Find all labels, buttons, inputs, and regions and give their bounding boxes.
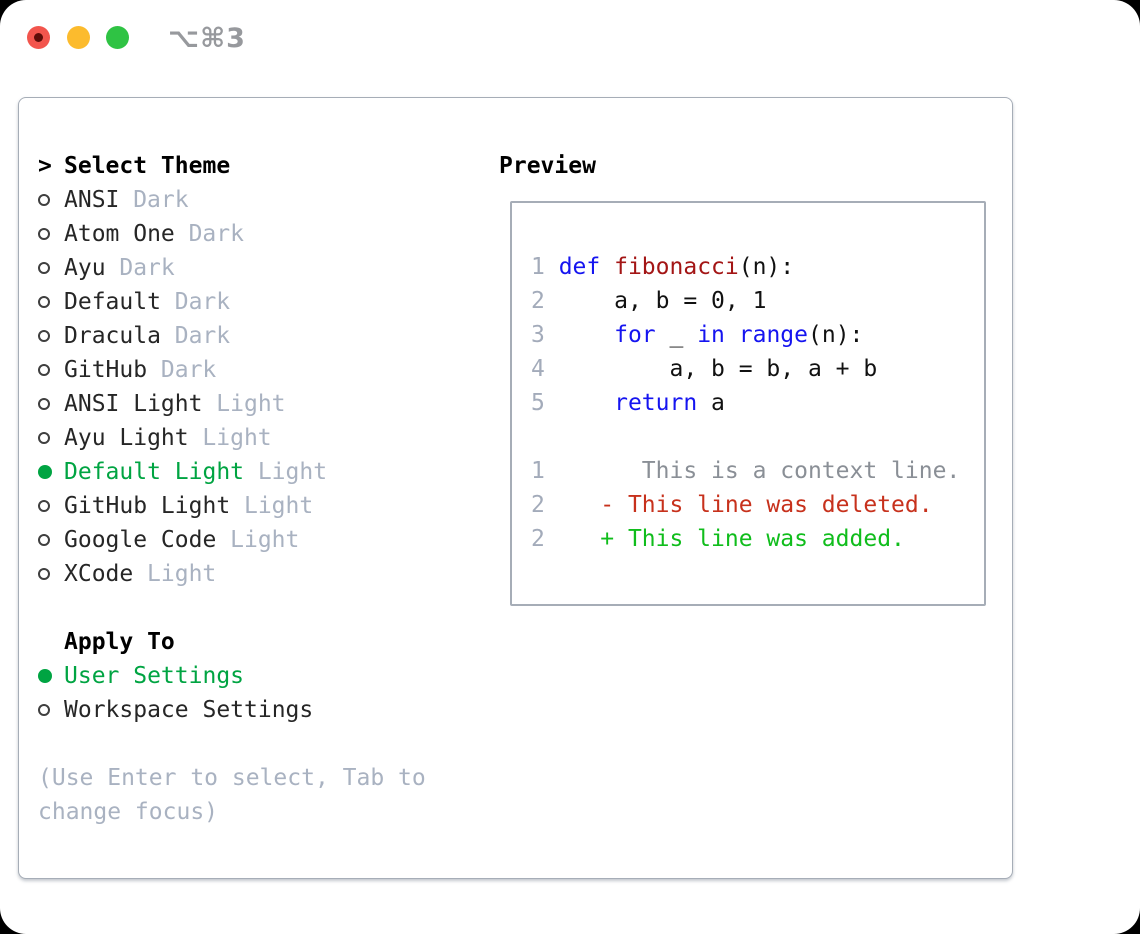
theme-variant-label: Dark — [119, 255, 175, 281]
code-line: 4 a, b = b, a + b — [531, 356, 878, 382]
radio-icon — [38, 194, 50, 206]
apply-to-title: Apply To — [64, 629, 175, 655]
theme-variant-label: Dark — [133, 187, 189, 213]
radio-icon — [38, 330, 50, 342]
theme-option-label: Atom One — [64, 221, 175, 247]
line-number: 2 — [531, 526, 559, 552]
apply-option-label: User Settings — [64, 663, 245, 689]
theme-variant-label: Dark — [174, 323, 231, 349]
theme-option-default[interactable]: Default Dark — [38, 285, 327, 319]
theme-variant-label: Dark — [174, 289, 231, 315]
code-line: 2 + This line was added. — [531, 526, 905, 552]
radio-icon — [38, 704, 50, 716]
theme-option-label: Ayu Light — [64, 425, 189, 451]
theme-option-ansi[interactable]: ANSI Dark — [38, 183, 327, 217]
radio-icon — [38, 398, 50, 410]
theme-option-xcode[interactable]: XCode Light — [38, 557, 327, 591]
theme-option-label: GitHub — [64, 357, 148, 383]
code-line: 3 for _ in range(n): — [531, 322, 864, 348]
theme-variant-label: Dark — [188, 221, 244, 247]
theme-option-google-code[interactable]: Google Code Light — [38, 523, 327, 557]
theme-option-label: XCode — [64, 561, 134, 587]
theme-variant-label: Light — [243, 493, 314, 519]
theme-variant-label: Dark — [160, 357, 217, 383]
theme-option-github-light[interactable]: GitHub Light Light — [38, 489, 327, 523]
theme-option-ayu[interactable]: Ayu Dark — [38, 251, 327, 285]
preview-code: 1 def fibonacci(n): 2 a, b = 0, 1 3 for _ … — [512, 203, 984, 556]
line-number: 1 — [531, 458, 559, 484]
theme-option-label: GitHub Light — [64, 493, 231, 519]
radio-icon — [38, 296, 50, 308]
theme-option-atom-one[interactable]: Atom One Dark — [38, 217, 327, 251]
theme-option-label: Ayu — [64, 255, 106, 281]
theme-variant-label: Light — [230, 527, 300, 553]
radio-icon — [38, 228, 50, 240]
apply-option-user-settings[interactable]: User Settings — [38, 659, 313, 693]
theme-variant-label: Light — [216, 391, 286, 417]
radio-icon — [38, 432, 50, 444]
radio-icon — [38, 500, 50, 512]
radio-icon — [38, 534, 50, 546]
theme-option-ansi-light[interactable]: ANSI Light Light — [38, 387, 327, 421]
theme-list-header: > Select Theme — [38, 149, 327, 183]
theme-option-label: Google Code — [64, 527, 217, 553]
radio-icon — [38, 364, 50, 376]
line-number: 1 — [531, 254, 559, 280]
line-number: 4 — [531, 356, 559, 382]
window-shortcut-label: ⌥⌘3 — [168, 23, 246, 54]
zoom-button[interactable] — [106, 26, 129, 49]
preview-box: 1 def fibonacci(n): 2 a, b = 0, 1 3 for _ … — [510, 201, 986, 606]
theme-option-dracula[interactable]: Dracula Dark — [38, 319, 327, 353]
apply-option-label: Workspace Settings — [64, 697, 314, 723]
radio-selected-icon — [38, 465, 52, 479]
code-line: 1 This is a context line. — [531, 458, 961, 484]
theme-list-title: Select Theme — [64, 153, 231, 179]
theme-option-default-light[interactable]: Default Light Light — [38, 455, 327, 489]
theme-option-github[interactable]: GitHub Dark — [38, 353, 327, 387]
code-line: 2 - This line was deleted. — [531, 492, 933, 518]
minimize-button[interactable] — [67, 26, 90, 49]
preview-title: Preview — [499, 153, 596, 179]
close-button[interactable] — [27, 26, 50, 49]
titlebar: ⌥⌘3 — [0, 0, 1140, 97]
theme-variant-label: Light — [257, 459, 328, 485]
prompt-caret-icon: > — [38, 153, 52, 179]
keyboard-hint: (Use Enter to select, Tab to change focu… — [38, 765, 426, 825]
line-number: 3 — [531, 322, 559, 348]
theme-option-label: Default Light — [64, 459, 245, 485]
code-line: 1 def fibonacci(n): — [531, 254, 795, 280]
theme-option-label: Default — [64, 289, 161, 315]
code-line: 5 return a — [531, 390, 725, 416]
theme-variant-label: Light — [202, 425, 272, 451]
theme-option-ayu-light[interactable]: Ayu Light Light — [38, 421, 327, 455]
line-number: 2 — [531, 288, 559, 314]
line-number: 2 — [531, 492, 559, 518]
radio-icon — [38, 262, 50, 274]
apply-to-header: Apply To — [38, 625, 313, 659]
line-number: 5 — [531, 390, 559, 416]
apply-option-workspace-settings[interactable]: Workspace Settings — [38, 693, 313, 727]
code-line — [531, 420, 984, 454]
radio-icon — [38, 568, 50, 580]
radio-selected-icon — [38, 669, 52, 683]
theme-variant-label: Light — [147, 561, 217, 587]
theme-option-label: ANSI Light — [64, 391, 203, 417]
theme-option-label: Dracula — [64, 323, 161, 349]
theme-option-label: ANSI — [64, 187, 120, 213]
code-line: 2 a, b = 0, 1 — [531, 288, 767, 314]
